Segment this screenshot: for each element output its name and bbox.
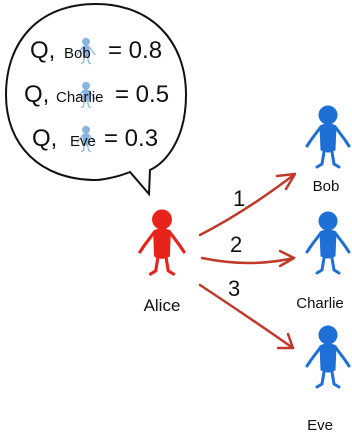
bubble-value: = 0.3 [104,125,158,152]
sender-name: Alice [144,296,181,315]
bubble-q-label: Q, [32,125,57,152]
sender-person-icon [138,208,186,276]
receiver-person-icon [305,104,351,169]
receiver-name: Bob [313,178,340,195]
speech-bubble: Q, Bob = 0.8 Q, Charlie = 0.5 Q, Eve = 0… [4,2,188,197]
receiver-name: Charlie [296,295,344,312]
bubble-subscript: Charlie [56,89,104,106]
bubble-subscript: Eve [70,133,96,150]
bubble-subscript: Bob [64,45,91,62]
bubble-value: = 0.5 [115,81,169,108]
arrow-label: 3 [228,276,240,301]
arrows [198,172,297,350]
arrow-to-eve [198,283,295,350]
arrow-to-charlie [200,249,296,268]
receiver-person-icon [305,324,351,389]
arrow-label: 1 [233,186,245,211]
arrow-label: 2 [230,232,242,257]
bubble-value: = 0.8 [108,37,162,64]
bubble-q-label: Q, [30,37,55,64]
speech-bubble-outline [4,2,188,197]
receiver-name: Eve [307,417,333,434]
arrow-to-bob [198,172,297,237]
receiver-person-icon [305,210,351,275]
bubble-q-label: Q, [24,81,49,108]
